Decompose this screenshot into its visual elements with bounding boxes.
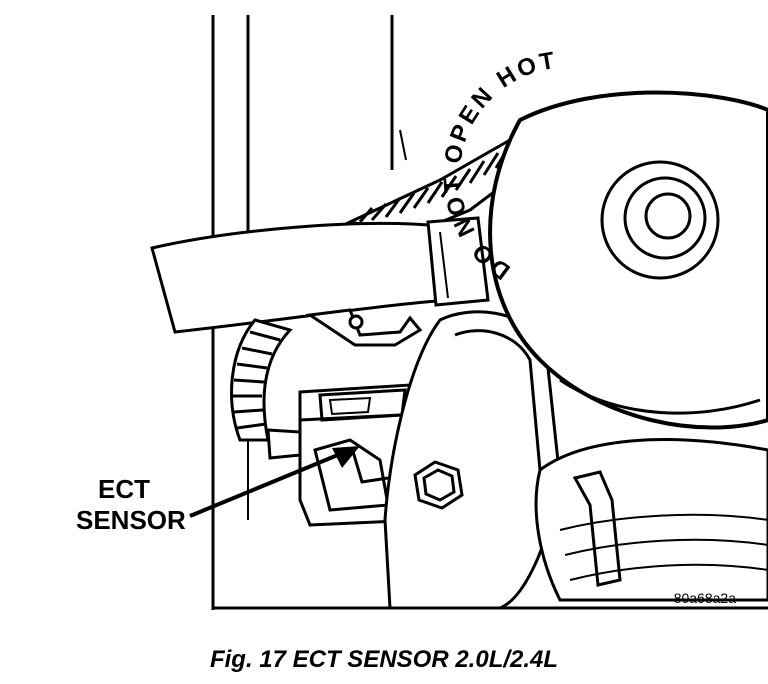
hose-clamp [534, 438, 768, 602]
wiring-harness [150, 216, 490, 334]
figure-caption: Fig. 17 ECT SENSOR 2.0L/2.4L [209, 646, 559, 673]
harness-clip [305, 308, 423, 347]
art-id: 80a68a2a [673, 590, 736, 606]
hex-bolt-icon [413, 460, 464, 510]
corrugated-hose [345, 138, 533, 237]
ect-label-line1: ECT [98, 474, 150, 504]
thermostat-housing [383, 310, 562, 610]
arrow-icon [189, 446, 360, 518]
ect-label-line2: SENSOR [76, 505, 186, 535]
engine-illustration: DO NOT OPEN HOT [150, 15, 768, 610]
wire-loom [230, 318, 302, 460]
